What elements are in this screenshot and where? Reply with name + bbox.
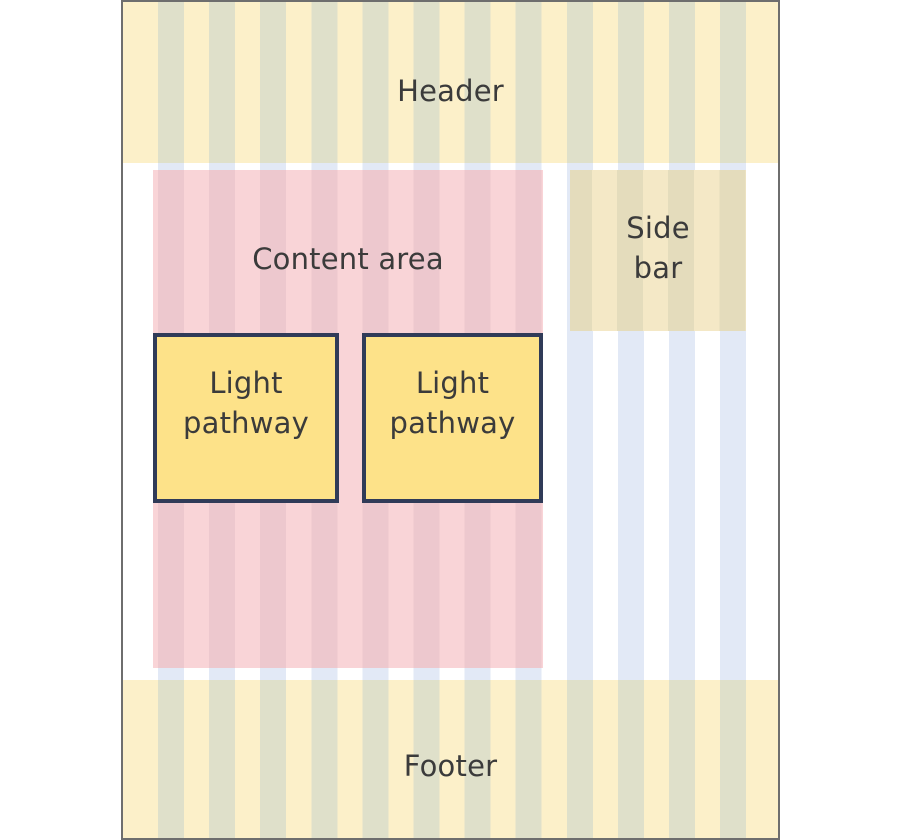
footer-label: Footer [403, 749, 498, 783]
header-region: Header [123, 2, 778, 163]
light-pathway-box-2: Light pathway [362, 333, 543, 503]
light-pathway-box-1: Light pathway [153, 333, 339, 503]
page-frame: Header Content area Light pathway Light … [121, 0, 780, 840]
light-pathway-label-1: Light pathway [183, 366, 309, 440]
footer-region: Footer [123, 680, 778, 838]
content-region: Content area Light pathway Light pathway [153, 170, 543, 668]
sidebar-label: Side bar [626, 211, 690, 285]
content-label: Content area [252, 242, 444, 276]
sidebar-region: Side bar [570, 170, 746, 331]
light-pathway-label-2: Light pathway [389, 366, 516, 440]
header-label: Header [397, 74, 504, 108]
